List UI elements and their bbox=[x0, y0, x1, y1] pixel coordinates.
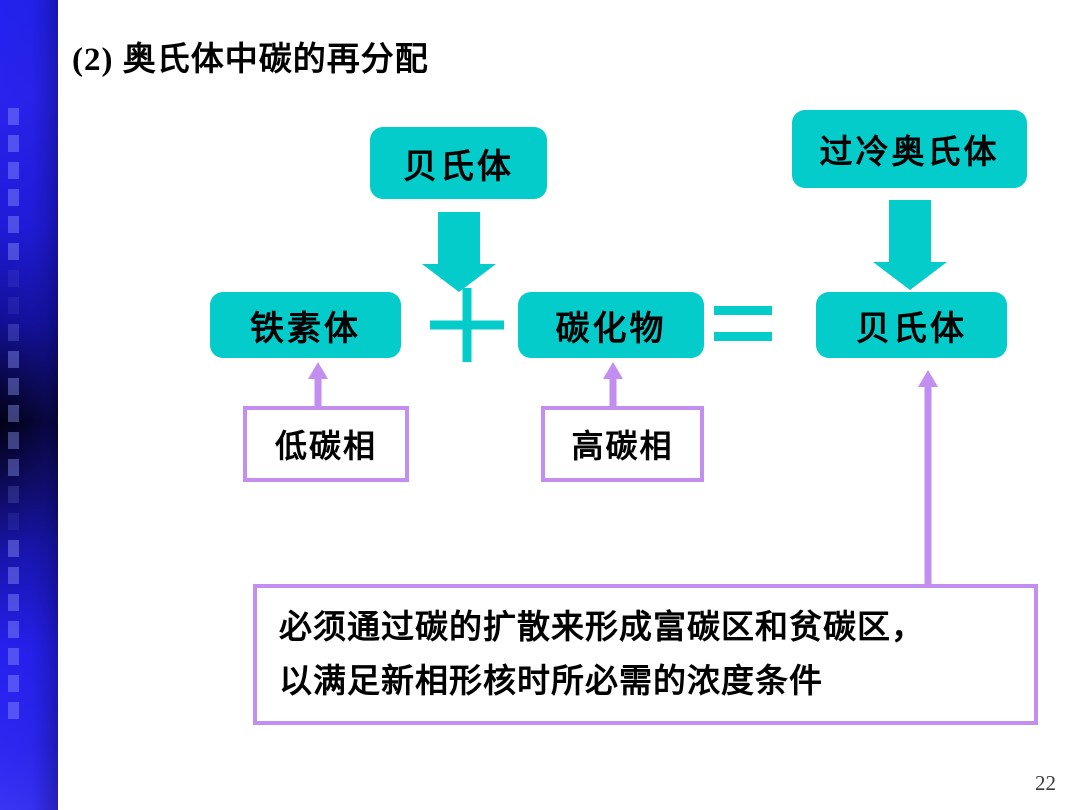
sidebar-dash bbox=[8, 594, 19, 611]
sidebar-dash bbox=[8, 486, 19, 503]
sidebar-dash bbox=[8, 378, 19, 395]
sidebar-decoration bbox=[0, 0, 58, 810]
sidebar-dash bbox=[8, 324, 19, 341]
up-arrow-low-carbon-icon bbox=[308, 362, 328, 406]
sidebar-dash bbox=[8, 567, 19, 584]
conclusion-line-2: 以满足新相形核时所必需的浓度条件 bbox=[279, 663, 823, 700]
plus-operator-icon bbox=[430, 288, 504, 362]
box-high-carbon-phase[interactable]: 高碳相 bbox=[541, 406, 704, 482]
sidebar-dash bbox=[8, 270, 19, 287]
sidebar-dash bbox=[8, 540, 19, 557]
sidebar-dash bbox=[8, 162, 19, 179]
equals-operator-icon bbox=[714, 300, 772, 350]
page-title: (2) 奥氏体中碳的再分配 bbox=[72, 42, 429, 78]
sidebar-dash bbox=[8, 297, 19, 314]
box-ferrite[interactable]: 铁素体 bbox=[210, 292, 401, 358]
conclusion-line-1: 必须通过碳的扩散来形成富碳区和贫碳区， bbox=[279, 609, 925, 646]
sidebar-dash bbox=[8, 513, 19, 530]
sidebar-dash bbox=[8, 351, 19, 368]
sidebar-dash bbox=[8, 432, 19, 449]
sidebar-dash bbox=[8, 108, 19, 125]
down-arrow-austenite-icon bbox=[873, 200, 947, 290]
box-low-carbon-phase[interactable]: 低碳相 bbox=[243, 406, 409, 482]
box-bainite-top[interactable]: 贝氏体 bbox=[370, 127, 547, 199]
sidebar-dash-strip bbox=[8, 108, 19, 748]
box-supercooled-austenite[interactable]: 过冷奥氏体 bbox=[792, 110, 1027, 188]
sidebar-dash bbox=[8, 189, 19, 206]
down-arrow-bainite-icon bbox=[422, 212, 496, 292]
sidebar-dash bbox=[8, 216, 19, 233]
sidebar-dash bbox=[8, 621, 19, 638]
box-carbide[interactable]: 碳化物 bbox=[518, 292, 704, 358]
sidebar-dash bbox=[8, 702, 19, 719]
page-number: 22 bbox=[1035, 771, 1056, 795]
sidebar-gradient-overlay bbox=[0, 0, 58, 810]
sidebar-dash bbox=[8, 405, 19, 422]
sidebar-dash bbox=[8, 135, 19, 152]
sidebar-dash bbox=[8, 459, 19, 476]
up-arrow-high-carbon-icon bbox=[603, 362, 623, 406]
sidebar-dash bbox=[8, 243, 19, 260]
sidebar-dash bbox=[8, 648, 19, 665]
sidebar-dash bbox=[8, 675, 19, 692]
box-bainite-result[interactable]: 贝氏体 bbox=[816, 292, 1007, 358]
sidebar-edge-divider bbox=[58, 0, 61, 810]
box-conclusion-note[interactable]: 必须通过碳的扩散来形成富碳区和贫碳区， 以满足新相形核时所必需的浓度条件 bbox=[253, 584, 1038, 725]
up-arrow-conclusion-icon bbox=[918, 370, 938, 584]
